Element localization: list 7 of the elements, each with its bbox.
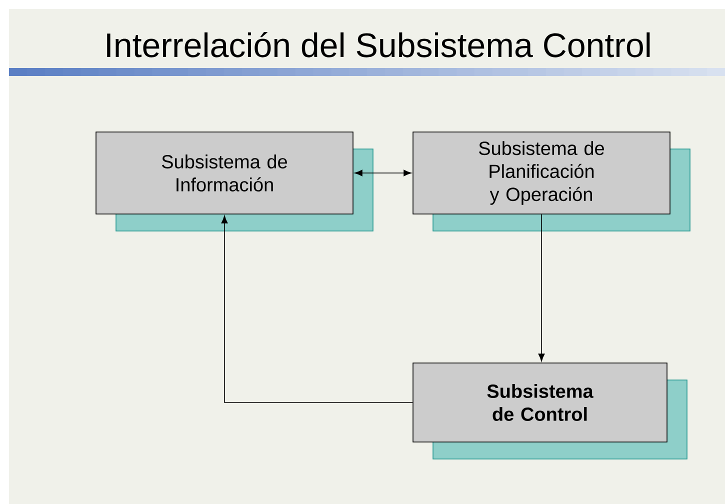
arrow: [221, 216, 413, 403]
arrow: [538, 214, 545, 362]
process-box: Subsistema de Control: [412, 362, 668, 442]
arrow: [354, 170, 412, 176]
process-box: Subsistema de Planificación y Operación: [412, 132, 670, 214]
title: Interrelación del Subsistema Control: [107, 32, 650, 58]
process-box: Subsistema de Información: [96, 132, 354, 214]
